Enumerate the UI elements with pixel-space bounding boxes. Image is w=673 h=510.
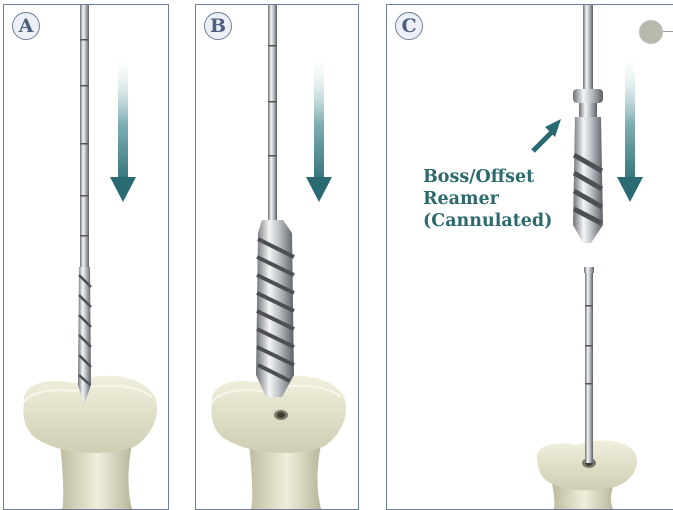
down-arrow-icon [306,57,332,202]
panel-c: C [386,4,673,510]
panel-a-illustration [4,5,168,509]
panel-b: B [195,4,359,510]
guide-rod [78,5,91,405]
down-arrow-icon [617,57,643,202]
down-arrow-icon [110,57,136,202]
tibia-bone [23,376,157,509]
panel-c-illustration [387,5,673,509]
up-right-arrow-icon [533,119,561,151]
panel-a: A [3,4,169,510]
callout-line-1: Boss/Offset [423,166,552,188]
panel-b-illustration [196,5,358,509]
boss-reamer-drill [573,5,603,243]
boss-reamer-drill [256,5,294,397]
callout-line-2: Reamer [423,188,552,210]
guide-pin [584,267,594,463]
reamer-callout: Boss/Offset Reamer (Cannulated) [423,166,552,232]
callout-line-3: (Cannulated) [423,210,552,232]
